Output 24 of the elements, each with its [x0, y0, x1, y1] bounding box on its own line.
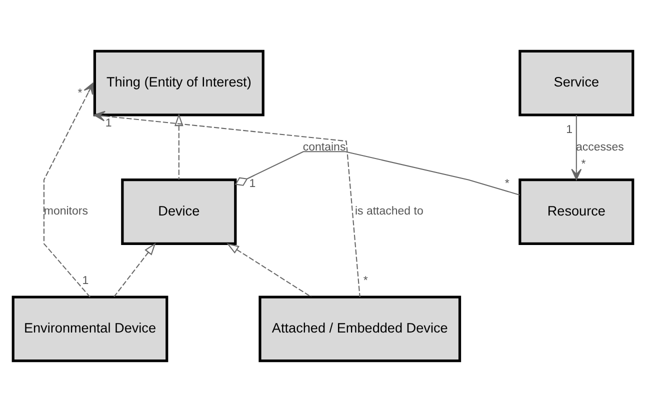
connector	[234, 151, 520, 196]
node-box: Thing (Entity of Interest)	[93, 50, 264, 116]
label: 1	[82, 274, 89, 287]
label: 1	[105, 118, 112, 130]
label: *	[581, 158, 586, 170]
node-box: Attached / Embedded Device	[258, 296, 462, 362]
node-box: Device	[121, 178, 237, 245]
label: *	[78, 87, 82, 100]
arrow	[226, 243, 312, 298]
node-box: Resource	[518, 178, 634, 245]
label: *	[363, 275, 368, 288]
edge-label: is attached to	[354, 206, 424, 218]
label: 1	[249, 178, 256, 190]
node-box: Service	[518, 50, 634, 116]
arrow	[114, 242, 156, 298]
arrow	[174, 114, 184, 180]
arrow	[43, 82, 94, 298]
arrow	[571, 115, 582, 180]
label: 1	[566, 124, 573, 136]
node-box: Environmental Device	[12, 296, 168, 362]
label: *	[504, 178, 510, 190]
edge-label: monitors	[44, 206, 88, 218]
arrow	[94, 110, 360, 298]
edge-label: contains	[302, 141, 346, 154]
